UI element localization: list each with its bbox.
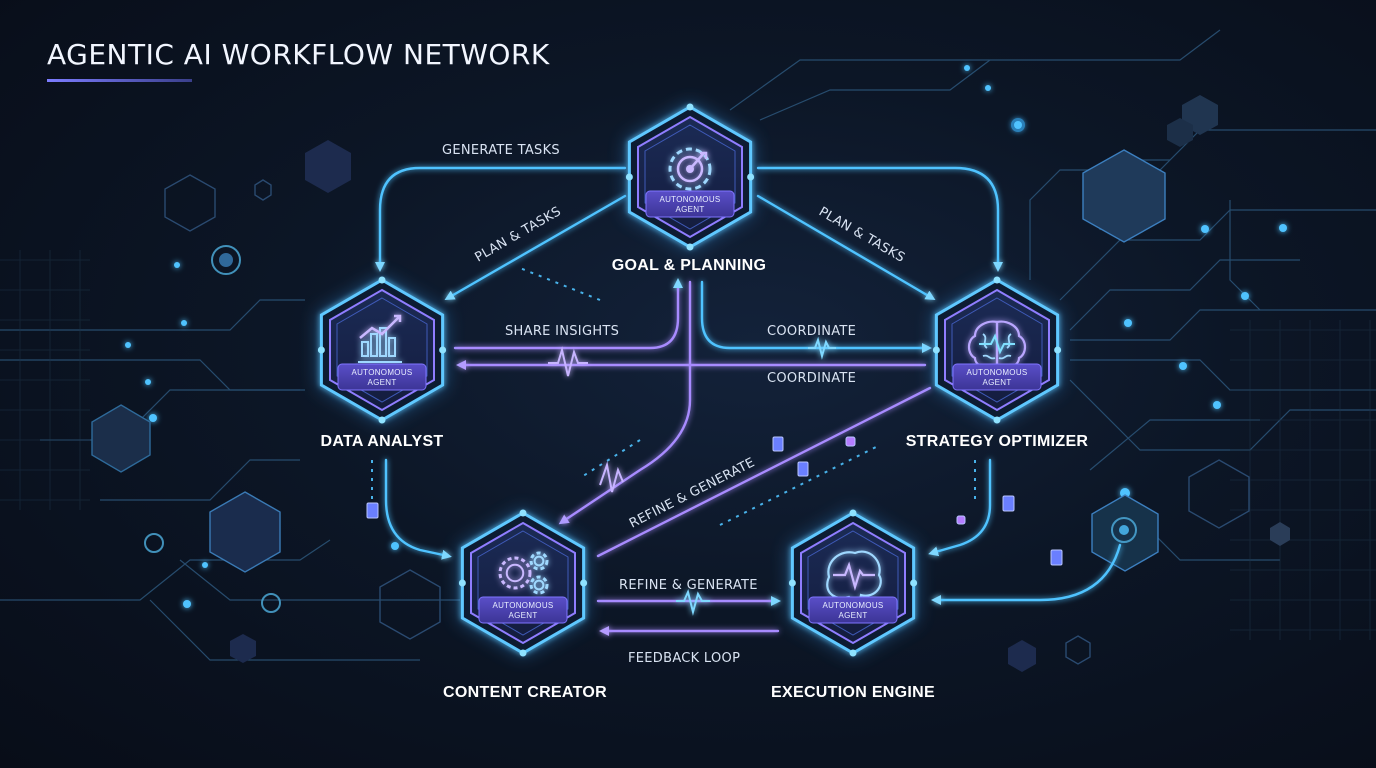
agent-badge-line2: AGENT	[508, 611, 537, 620]
gear-target-icon	[668, 147, 712, 191]
agent-name: GOAL & PLANNING	[612, 257, 766, 274]
agent-badge	[478, 596, 568, 624]
agent-badge-line1: AUTONOMOUS	[966, 368, 1027, 377]
background-circuitry	[0, 29, 1376, 661]
edge-goal-to-content	[558, 280, 692, 525]
edge-label-feedback-loop: FEEDBACK LOOP	[628, 651, 740, 666]
edge-generate-tasks	[375, 166, 627, 272]
edge-lines	[375, 166, 1122, 636]
edge-plan-tasks-left	[444, 194, 627, 300]
edge-coordinate-top	[700, 280, 932, 353]
edge-dashes	[371, 267, 976, 526]
edge-label-coordinate-bottom: COORDINATE	[767, 371, 856, 386]
agent-badge-line1: AUTONOMOUS	[659, 195, 720, 204]
edge-refine-diag	[596, 386, 932, 558]
bar-chart-icon	[358, 314, 402, 363]
agent-badge-line1: AUTONOMOUS	[822, 601, 883, 610]
agent-badge	[952, 363, 1042, 391]
agent-badge	[645, 190, 735, 218]
gears-icon	[498, 551, 549, 595]
edge-data-to-content	[384, 458, 452, 560]
agent-badge-line2: AGENT	[367, 378, 396, 387]
agent-badge-line2: AGENT	[982, 378, 1011, 387]
edge-right-to-execution	[931, 543, 1122, 605]
edge-share-insights	[453, 278, 683, 350]
agent-name: EXECUTION ENGINE	[771, 684, 935, 701]
edge-label-generate-tasks: GENERATE TASKS	[442, 143, 560, 158]
edge-label-refine-horizontal: REFINE & GENERATE	[619, 578, 758, 593]
agent-badge-line2: AGENT	[675, 205, 704, 214]
edge-plan-tasks-right	[756, 194, 936, 301]
edge-label-coordinate-top: COORDINATE	[767, 324, 856, 339]
background-rings	[144, 245, 1137, 613]
agent-badge	[337, 363, 427, 391]
agent-badge-line2: AGENT	[838, 611, 867, 620]
agent-name: DATA ANALYST	[320, 433, 443, 450]
agent-name: STRATEGY OPTIMIZER	[906, 433, 1089, 450]
agent-badge-line1: AUTONOMOUS	[351, 368, 412, 377]
edge-strategy-to-execution	[928, 458, 992, 557]
diagram-title: AGENTIC AI WORKFLOW NETWORK	[47, 38, 550, 71]
edge-goal-to-strategy-top	[756, 166, 1003, 272]
agent-name: CONTENT CREATOR	[443, 684, 607, 701]
background-grid	[0, 250, 1376, 640]
edge-label-share-insights: SHARE INSIGHTS	[505, 324, 619, 339]
document-icons	[366, 436, 1063, 566]
agent-badge	[808, 596, 898, 624]
agent-badge-line1: AUTONOMOUS	[492, 601, 553, 610]
pulse-waveforms	[548, 336, 836, 616]
title-underline	[47, 79, 192, 82]
